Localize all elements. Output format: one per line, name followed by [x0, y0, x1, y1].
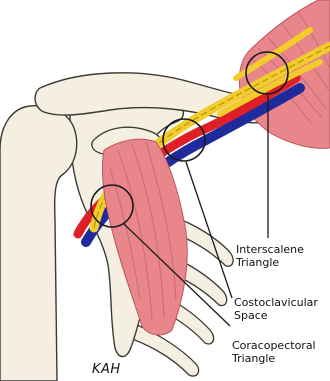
author-signature: KAH — [92, 362, 121, 377]
humerus-head — [0, 106, 77, 381]
interscalene-label: Interscalene Triangle — [236, 244, 304, 269]
costoclavicular-label: Costoclavicular Space — [234, 297, 318, 322]
coracopectoral-label: Coracopectoral Triangle — [232, 340, 316, 365]
